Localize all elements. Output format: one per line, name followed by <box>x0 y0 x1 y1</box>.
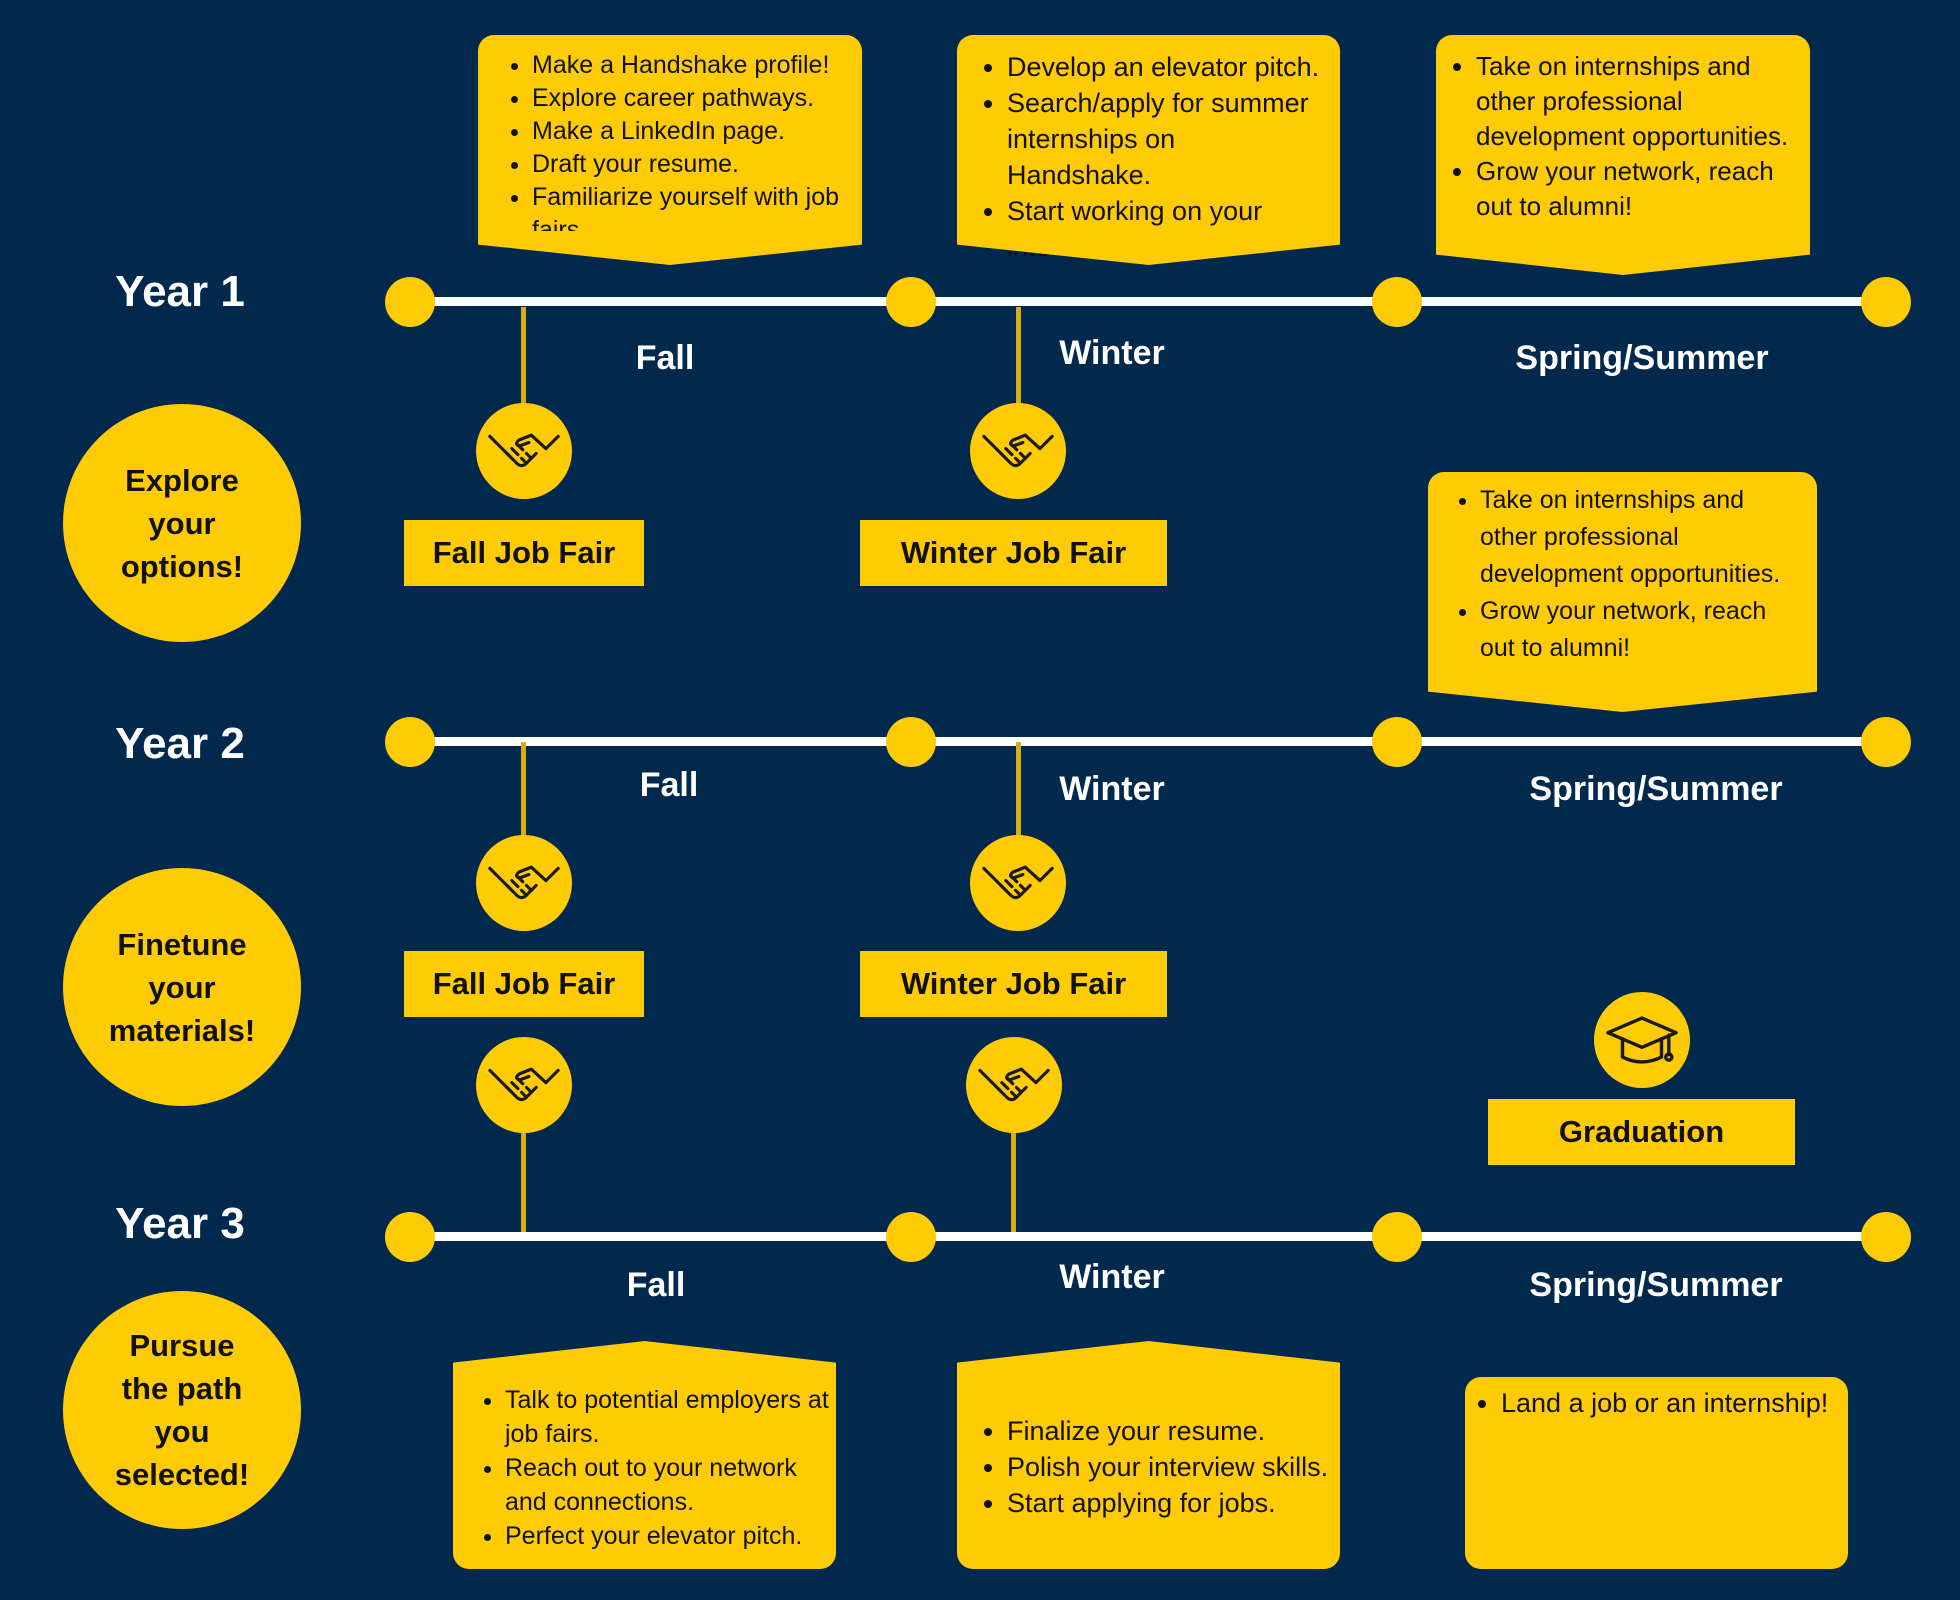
handshake-icon <box>966 1037 1062 1133</box>
year-2-fall-stem <box>521 742 526 842</box>
callout-item: Polish your interview skills. <box>1007 1449 1334 1485</box>
year-3-label: Year 3 <box>115 1199 245 1248</box>
year-2-label: Year 2 <box>115 719 245 768</box>
year-1-node-2 <box>886 277 936 327</box>
phase-pursue-label: Pursue the path you selected! <box>114 1328 250 1492</box>
year-2-node-2 <box>886 717 936 767</box>
year-2-season-spring-summer: Spring/Summer <box>1529 770 1783 808</box>
year-1-winter-stem <box>1016 307 1021 407</box>
callout-item: Make a LinkedIn page. <box>532 115 862 148</box>
callout-item: Start applying for jobs. <box>1007 1485 1334 1521</box>
year-3-winter-stem <box>1011 1133 1016 1235</box>
phase-finetune-label: Finetune your materials! <box>108 926 256 1048</box>
callout-item: Take on internships and other profession… <box>1480 482 1807 593</box>
callout-item: Talk to potential employers at job fairs… <box>505 1383 830 1451</box>
phase-explore-label: Explore your options! <box>120 462 244 584</box>
year-1-fall-stem <box>521 307 526 407</box>
year-2-winter-stem <box>1016 742 1021 842</box>
year-2-node-1 <box>385 717 435 767</box>
callout-item: Start working on your interview skills. <box>1007 193 1326 265</box>
year-2-winter-job-fair: Winter Job Fair <box>860 951 1167 1017</box>
graduation-box: Graduation <box>1488 1099 1795 1165</box>
handshake-icon <box>970 835 1066 931</box>
year-1-season-winter: Winter <box>1059 334 1165 372</box>
callout-year-2-spring-summer: Take on internships and other profession… <box>1428 472 1817 678</box>
year-1-season-spring-summer: Spring/Summer <box>1515 339 1769 377</box>
handshake-icon <box>476 403 572 499</box>
callout-item: Perfect your elevator pitch. <box>505 1519 830 1553</box>
callout-item: Search/apply for summer internships on H… <box>1007 85 1326 193</box>
phase-finetune: Finetune your materials! <box>63 868 301 1106</box>
year-2-node-4 <box>1861 717 1911 767</box>
callout-item: Draft your resume. <box>532 148 862 181</box>
year-1-timeline <box>410 297 1886 306</box>
year-3-season-spring-summer: Spring/Summer <box>1529 1266 1783 1304</box>
year-2-node-3 <box>1372 717 1422 767</box>
year-3-node-4 <box>1861 1212 1911 1262</box>
graduation-cap-icon <box>1594 992 1690 1088</box>
callout-year-3-fall: Talk to potential employers at job fairs… <box>453 1377 836 1569</box>
year-1-fall-job-fair: Fall Job Fair <box>404 520 644 586</box>
handshake-icon <box>476 1037 572 1133</box>
year-3-timeline <box>410 1232 1886 1241</box>
callout-item: Familiarize yourself with job fairs. <box>532 181 862 247</box>
callout-year-1-winter: Develop an elevator pitch. Search/apply … <box>957 35 1340 262</box>
callout-item: Develop an elevator pitch. <box>1007 49 1326 85</box>
callout-item: Take on internships and other profession… <box>1476 49 1800 154</box>
callout-item: Grow your network, reach out to alumni! <box>1480 593 1807 667</box>
year-3-season-winter: Winter <box>1059 1258 1165 1296</box>
callout-year-3-spring-summer: Land a job or an internship! <box>1465 1377 1848 1569</box>
year-3-fall-stem <box>521 1133 526 1235</box>
year-2-timeline <box>410 737 1886 746</box>
year-1-node-3 <box>1372 277 1422 327</box>
year-1-node-1 <box>385 277 435 327</box>
year-1-season-fall: Fall <box>635 339 695 377</box>
handshake-icon <box>476 835 572 931</box>
year-2-season-fall: Fall <box>639 766 699 804</box>
year-2-season-winter: Winter <box>1059 770 1165 808</box>
year-1-node-4 <box>1861 277 1911 327</box>
year-3-node-2 <box>886 1212 936 1262</box>
callout-item: Reach out to your network and connection… <box>505 1451 830 1519</box>
callout-item: Grow your network, reach out to alumni! <box>1476 154 1800 224</box>
callout-item: Finalize your resume. <box>1007 1413 1334 1449</box>
callout-year-1-fall: Make a Handshake profile! Explore career… <box>478 35 862 244</box>
callout-item: Land a job or an internship! <box>1501 1385 1842 1421</box>
year-3-node-3 <box>1372 1212 1422 1262</box>
year-2-fall-job-fair: Fall Job Fair <box>404 951 644 1017</box>
year-1-label: Year 1 <box>115 267 245 316</box>
callout-year-1-spring-summer: Take on internships and other profession… <box>1436 35 1810 241</box>
year-3-node-1 <box>385 1212 435 1262</box>
year-1-winter-job-fair: Winter Job Fair <box>860 520 1167 586</box>
phase-pursue: Pursue the path you selected! <box>63 1291 301 1529</box>
callout-item: Make a Handshake profile! <box>532 49 862 82</box>
phase-explore: Explore your options! <box>63 404 301 642</box>
callout-year-3-winter: Finalize your resume. Polish your interv… <box>957 1377 1340 1569</box>
year-3-season-fall: Fall <box>626 1266 686 1304</box>
callout-item: Explore career pathways. <box>532 82 862 115</box>
handshake-icon <box>970 403 1066 499</box>
